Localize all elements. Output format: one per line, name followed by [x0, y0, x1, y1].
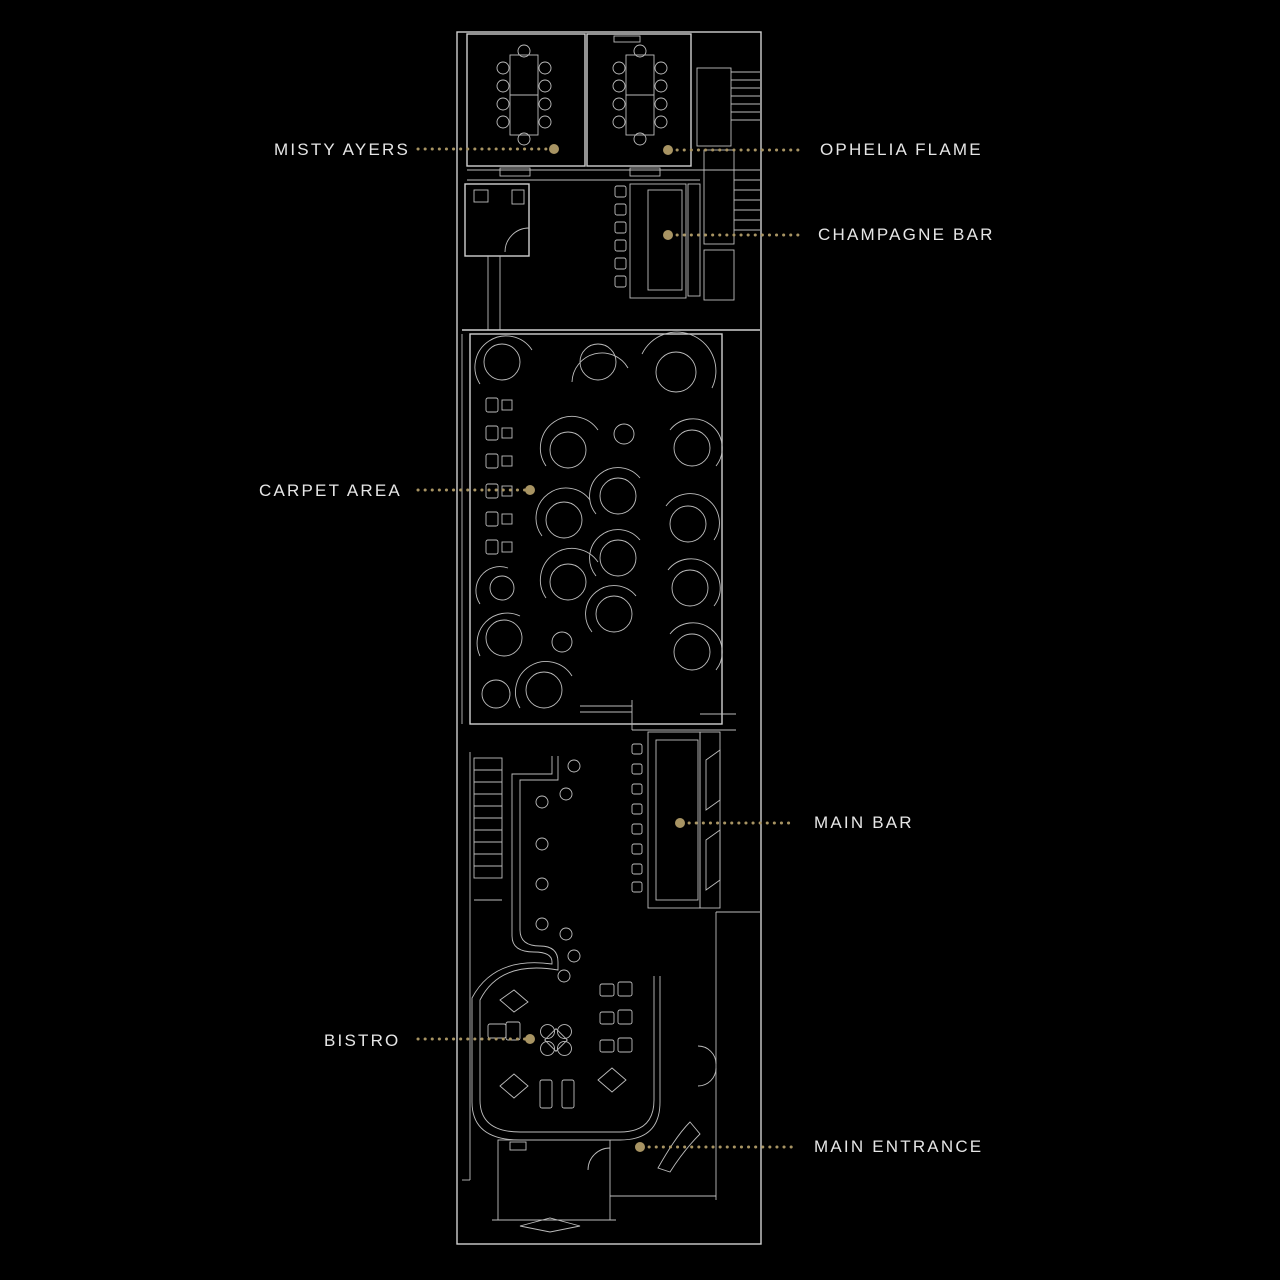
bistro-marker[interactable] [525, 1034, 535, 1044]
carpet-area-label: CARPET AREA [259, 481, 402, 500]
champagne-bar-marker[interactable] [663, 230, 673, 240]
misty-ayers-label: MISTY AYERS [274, 140, 410, 159]
misty-ayers-marker[interactable] [549, 144, 559, 154]
main-bar-marker[interactable] [675, 818, 685, 828]
building-outline [456, 31, 762, 1245]
entrance-area [462, 1045, 717, 1233]
carpet-area-marker[interactable] [525, 485, 535, 495]
main-bar-area [469, 731, 760, 1200]
bistro-area [487, 981, 633, 1109]
private-rooms [466, 33, 760, 181]
ophelia-flame-label: OPHELIA FLAME [820, 140, 983, 159]
champagne-bar-label: CHAMPAGNE BAR [818, 225, 995, 244]
ophelia-flame-marker[interactable] [663, 145, 673, 155]
bistro-label: BISTRO [324, 1031, 401, 1050]
main-bar-label: MAIN BAR [814, 813, 914, 832]
carpet-area-room [461, 329, 760, 731]
main-entrance-label: MAIN ENTRANCE [814, 1137, 983, 1156]
main-entrance-marker[interactable] [635, 1142, 645, 1152]
champagne-bar-area [464, 149, 760, 330]
